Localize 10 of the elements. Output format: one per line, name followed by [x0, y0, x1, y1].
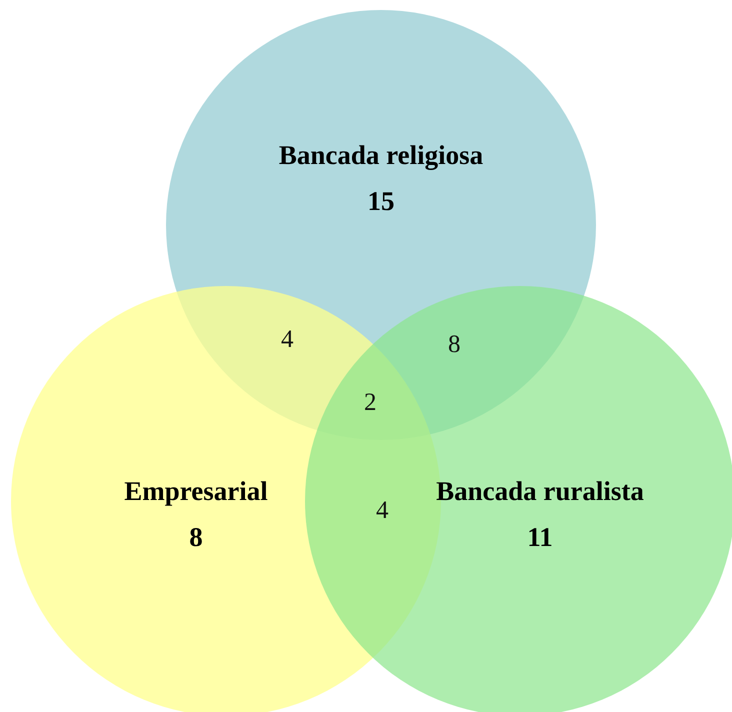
set-name: Bancada ruralista: [436, 476, 644, 507]
set-count: 8: [189, 522, 203, 553]
overlap-count: 8: [448, 331, 460, 359]
set-name: Empresarial: [124, 476, 268, 507]
overlap-count: 4: [281, 326, 294, 354]
overlap-count: 2: [364, 389, 376, 417]
set-name: Bancada religiosa: [278, 140, 484, 171]
set-count: 11: [527, 522, 553, 553]
set-count: 15: [368, 186, 394, 217]
overlap-count: 4: [376, 497, 388, 525]
